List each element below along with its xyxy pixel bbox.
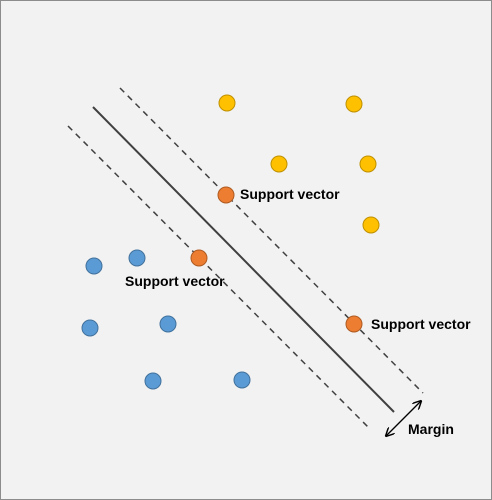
support-vector-label-3: Support vector xyxy=(371,316,471,332)
support-vector-label-1: Support vector xyxy=(240,186,340,202)
data-point-class-b xyxy=(233,371,251,389)
data-point-class-b xyxy=(81,319,99,337)
data-point-class-b xyxy=(144,372,162,390)
support-vector-point-1 xyxy=(217,186,235,204)
margin-line-lower xyxy=(67,125,369,428)
data-point-class-a xyxy=(362,216,380,234)
support-vector-label-2: Support vector xyxy=(125,273,225,289)
data-point-class-b xyxy=(128,249,146,267)
margin-line-upper xyxy=(119,87,424,394)
support-vector-point-2 xyxy=(190,249,208,267)
margin-label: Margin xyxy=(408,421,454,437)
double-arrow-icon xyxy=(386,401,421,436)
data-point-class-a xyxy=(359,155,377,173)
data-point-class-a xyxy=(270,155,288,173)
data-point-class-b xyxy=(85,257,103,275)
support-vector-point-3 xyxy=(345,315,363,333)
decision-boundary xyxy=(92,106,395,413)
data-point-class-a xyxy=(345,95,363,113)
data-point-class-a xyxy=(218,94,236,112)
data-point-class-b xyxy=(159,315,177,333)
